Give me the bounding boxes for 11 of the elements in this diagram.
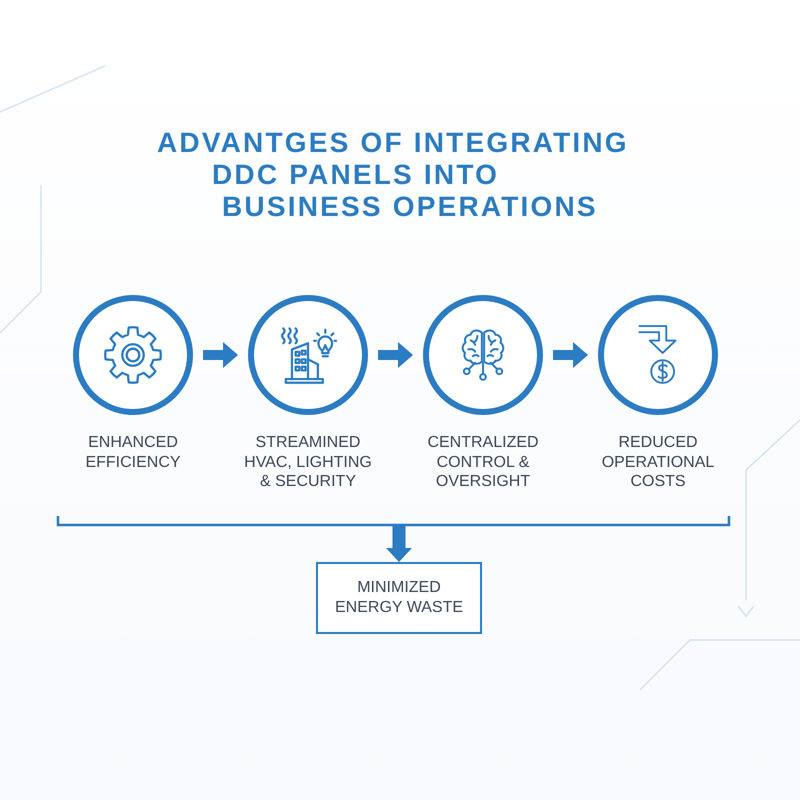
- step-label: CENTRALIZED CONTROL & OVERSIGHT: [426, 433, 540, 492]
- step-label: STREAMINED HVAC, LIGHTING & SECURITY: [243, 433, 373, 492]
- step-label: ENHANCED EFFICIENCY: [84, 433, 182, 472]
- arrow: [378, 342, 413, 368]
- step-label: REDUCED OPERATIONAL COSTS: [600, 433, 716, 492]
- arrow: [386, 525, 412, 562]
- title: ADVANTGES OF INTEGRATING DDC PANELS INTO BUSINESS OPERATIONS: [157, 127, 629, 223]
- outcome-label: MINIMIZED ENERGY WASTE: [334, 578, 464, 618]
- outcome-box: [316, 562, 482, 634]
- arrow: [553, 342, 588, 368]
- arrow: [203, 342, 238, 368]
